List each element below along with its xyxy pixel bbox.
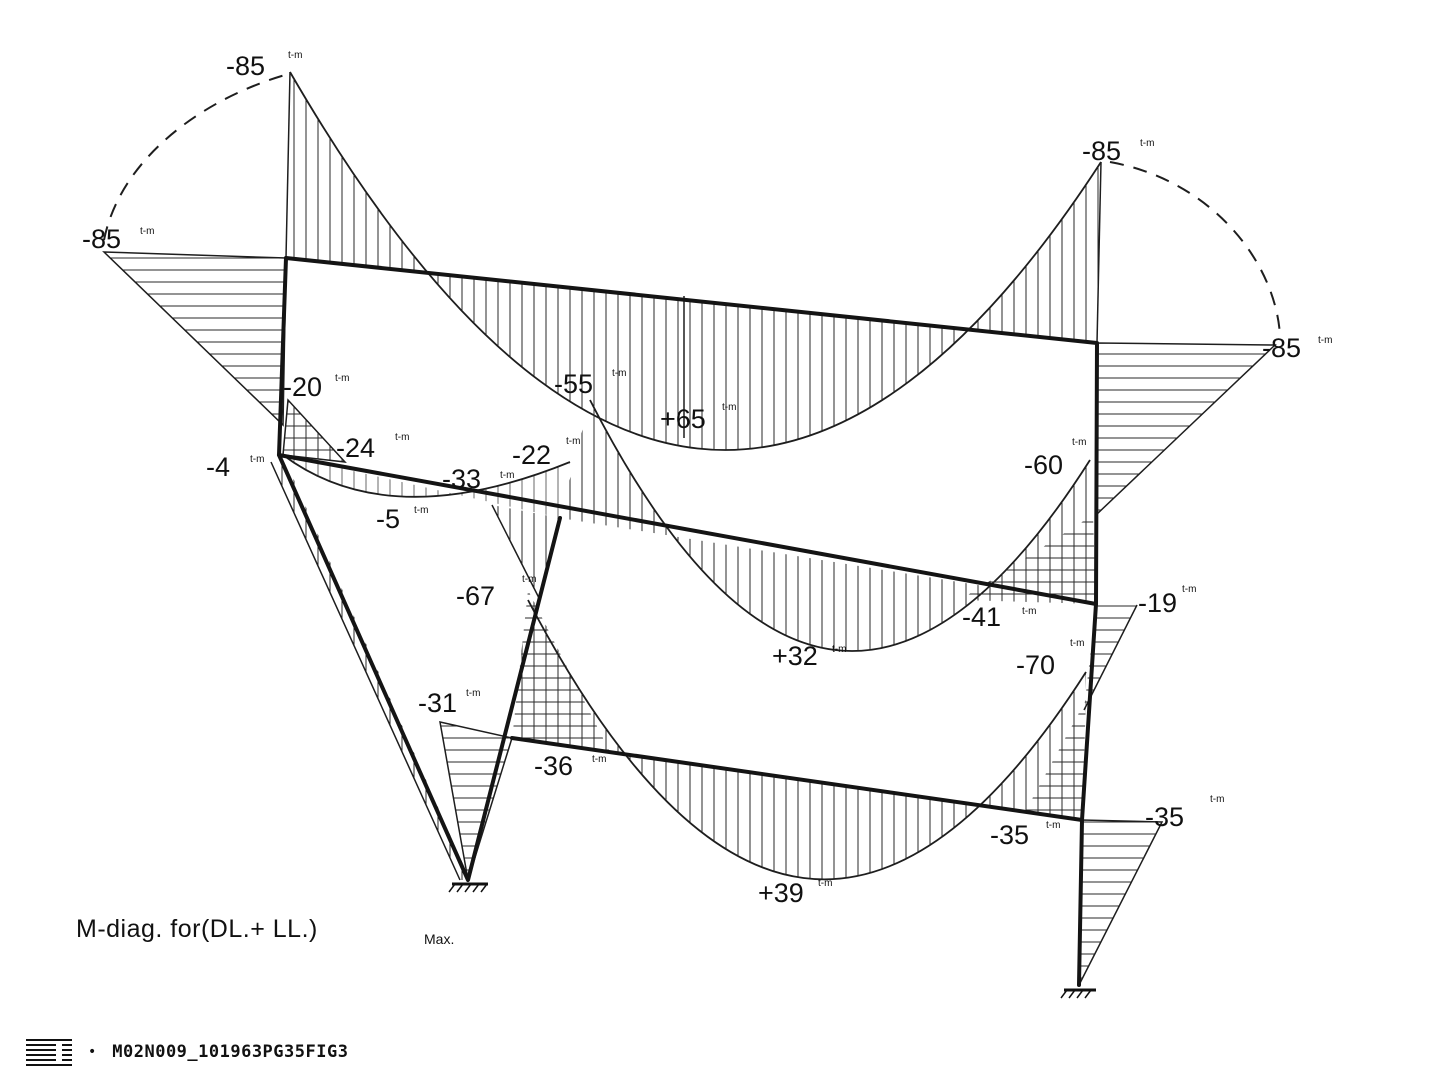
label-right-column-base-end: -35 (1145, 802, 1184, 832)
svg-text:t-m: t-m (500, 470, 514, 481)
svg-text:t-m: t-m (335, 373, 349, 384)
svg-text:t-m: t-m (395, 432, 409, 443)
left-beam-moment-area (283, 455, 570, 518)
top-beam-moment-area (286, 72, 1101, 451)
bottom-beam-moment-area (512, 600, 1086, 880)
label-top-left-column-end: -85 (226, 51, 265, 81)
middle-beam-moment-area (560, 400, 1096, 652)
svg-text:t-m: t-m (722, 402, 736, 413)
svg-text:t-m: t-m (1182, 584, 1196, 595)
label-top-right-beam-end: -85 (1082, 136, 1121, 166)
label-mid-left-column-end: -22 (512, 440, 551, 470)
svg-text:t-m: t-m (1070, 638, 1084, 649)
stacked-lines-logo-icon (26, 1039, 72, 1066)
svg-text:t-m: t-m (250, 454, 264, 465)
diagram-caption-subscript: Max. (424, 931, 454, 947)
svg-text:t-m: t-m (414, 505, 428, 516)
label-left-joint: -4 (206, 452, 230, 482)
label-left-column-top: -20 (283, 372, 322, 402)
figure-reference: M02N009_101963PG35FIG3 (112, 1042, 349, 1062)
middle-right-joint-moment-area (960, 515, 1096, 604)
svg-text:t-m: t-m (832, 644, 846, 655)
bottom-right-joint-moment-area (1025, 700, 1086, 820)
frame-structure (277, 256, 1099, 987)
label-inner-column-end: -67 (456, 581, 495, 611)
label-middle-beam-right-end: -41 (962, 602, 1001, 632)
footer-bar: • M02N009_101963PG35FIG3 (26, 1036, 348, 1068)
label-bottom-beam-left-end: -36 (534, 751, 573, 781)
svg-text:t-m: t-m (140, 226, 154, 237)
label-right-column-middle-end: -19 (1138, 588, 1177, 618)
label-right-column-lower: -70 (1016, 650, 1055, 680)
label-bottom-beam-midspan: +39 (758, 878, 804, 908)
inner-column-upper-moment-area (492, 505, 560, 600)
svg-text:t-m: t-m (1046, 820, 1060, 831)
moment-labels: -85 t-m -85 t-m -85 t-m -85 t-m +65 t-m … (82, 50, 1332, 908)
svg-text:t-m: t-m (1210, 794, 1224, 805)
middle-beam-moment-curve (589, 399, 1091, 652)
left-joint-moment-area (283, 400, 345, 462)
label-top-beam-midspan: +65 (660, 404, 706, 434)
left-column-lower-moment-area (440, 722, 512, 880)
svg-text:t-m: t-m (592, 754, 606, 765)
svg-text:t-m: t-m (1318, 335, 1332, 346)
left-dashed-arc (103, 74, 286, 241)
svg-text:t-m: t-m (612, 368, 626, 379)
label-top-right-column-end: -85 (1262, 333, 1301, 363)
footer-bullet: • (88, 1044, 97, 1060)
svg-text:t-m: t-m (288, 50, 302, 61)
label-bottom-beam-right-end: -35 (990, 820, 1029, 850)
svg-text:t-m: t-m (1022, 606, 1036, 617)
svg-text:t-m: t-m (566, 436, 580, 447)
moment-diagram: -85 t-m -85 t-m -85 t-m -85 t-m +65 t-m … (76, 50, 1332, 999)
label-mid-left-beam-right: -33 (442, 464, 481, 494)
bottom-beam-moment-curve (527, 599, 1087, 881)
right-dashed-arc (1109, 161, 1281, 336)
svg-text:t-m: t-m (522, 574, 536, 585)
svg-text:t-m: t-m (818, 878, 832, 889)
label-mid-left-beam-end: -24 (336, 433, 375, 463)
left-fixed-support (448, 882, 488, 893)
label-middle-beam-left-end: -55 (554, 369, 593, 399)
label-middle-beam-midspan: +32 (772, 641, 818, 671)
label-mid-left-beam-span: -5 (376, 504, 400, 534)
svg-text:t-m: t-m (466, 688, 480, 699)
label-right-column-upper: -60 (1024, 450, 1063, 480)
label-left-inclined-column-end: -31 (418, 688, 457, 718)
right-fixed-support (1060, 988, 1096, 999)
diagram-caption: M-diag. for(DL.+ LL.) (76, 915, 318, 943)
svg-text:t-m: t-m (1140, 138, 1154, 149)
top-beam-moment-curve (289, 71, 1102, 451)
label-top-left-beam-end: -85 (82, 224, 121, 254)
svg-text:t-m: t-m (1072, 437, 1086, 448)
